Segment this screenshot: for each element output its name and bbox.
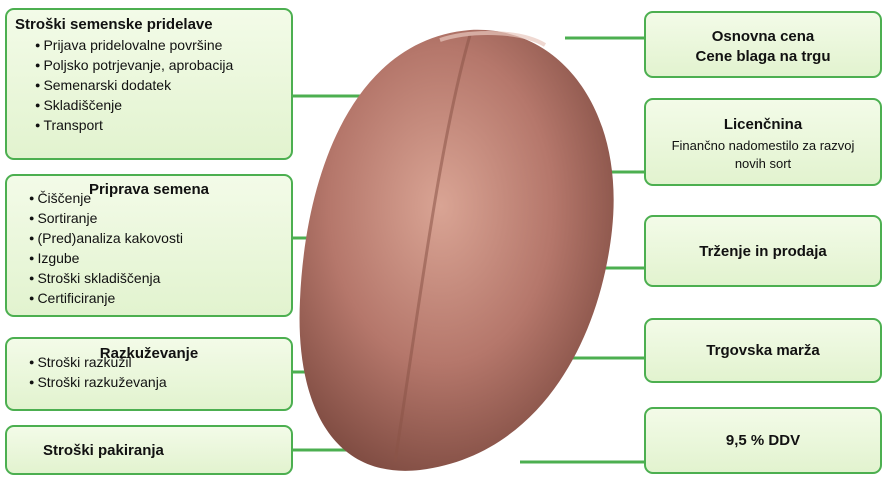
- list-item: Semenarski dodatek: [35, 75, 283, 95]
- list-item: Transport: [35, 115, 283, 135]
- box-title: Stroški pakiranja: [43, 442, 164, 459]
- box-seed-preparation: Priprava semena Čiščenje Sortiranje (Pre…: [5, 174, 293, 317]
- box-license-fee: Licenčnina Finančno nadomestilo za razvo…: [644, 98, 882, 186]
- list-item: Prijava pridelovalne površine: [35, 35, 283, 55]
- box-base-price: Osnovna cena Cene blaga na trgu: [644, 11, 882, 78]
- list-item: Sortiranje: [29, 208, 283, 228]
- box-title: 9,5 % DDV: [726, 432, 800, 449]
- list-item: Skladiščenje: [35, 95, 283, 115]
- list-item: (Pred)analiza kakovosti: [29, 228, 283, 248]
- box-retail-margin: Trgovska marža: [644, 318, 882, 383]
- list-item: Stroški razkuževanja: [29, 372, 283, 392]
- box-title: Osnovna cena: [646, 28, 880, 45]
- box-subtitle: Finančno nadomestilo za razvoj novih sor…: [646, 137, 880, 173]
- list-item: Izgube: [29, 248, 283, 268]
- list-item: Certificiranje: [29, 288, 283, 308]
- list-item: Poljsko potrjevanje, aprobacija: [35, 55, 283, 75]
- list-item: Stroški skladiščenja: [29, 268, 283, 288]
- box-title: Stroški semenske pridelave: [15, 16, 283, 33]
- box-marketing-sales: Trženje in prodaja: [644, 215, 882, 287]
- box-packaging-costs: Stroški pakiranja: [5, 425, 293, 475]
- box-seed-production-costs: Stroški semenske pridelave Prijava pride…: [5, 8, 293, 160]
- box-title: Trgovska marža: [706, 342, 819, 359]
- box-title-2: Cene blaga na trgu: [646, 48, 880, 65]
- box-title: Trženje in prodaja: [699, 243, 827, 260]
- box-title: Licenčnina: [646, 116, 880, 133]
- box-vat: 9,5 % DDV: [644, 407, 882, 474]
- box-disinfection: Razkuževanje Stroški razkužil Stroški ra…: [5, 337, 293, 411]
